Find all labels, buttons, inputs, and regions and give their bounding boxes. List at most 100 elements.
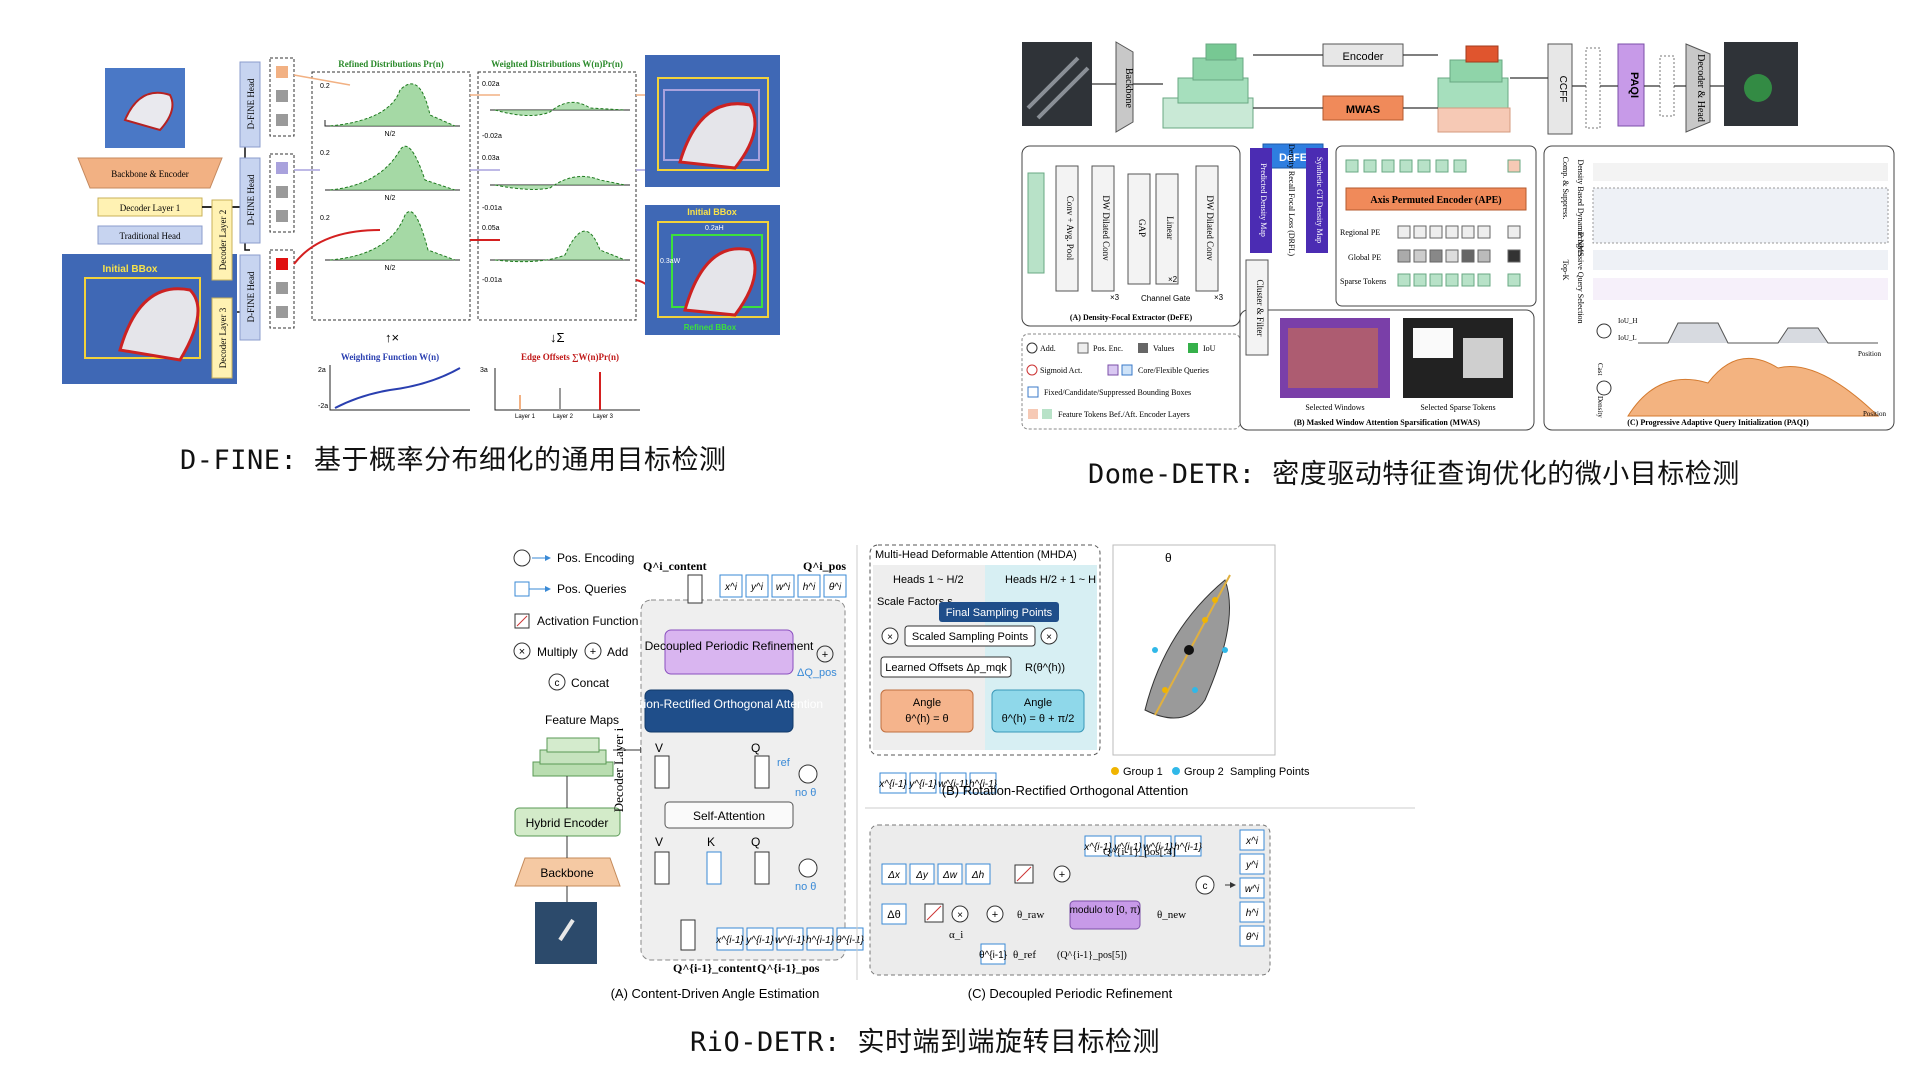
svg-text:Decoder Layer 1: Decoder Layer 1 bbox=[120, 203, 180, 213]
svg-text:Sigmoid Act.: Sigmoid Act. bbox=[1040, 366, 1082, 375]
svg-text:×3: ×3 bbox=[1110, 293, 1120, 302]
svg-text:Traditional Head: Traditional Head bbox=[120, 231, 181, 241]
svg-text:×: × bbox=[957, 910, 963, 921]
svg-text:Comp. & Suppress.: Comp. & Suppress. bbox=[1561, 157, 1570, 220]
dome-ccff-box: CCFF bbox=[1547, 43, 1573, 135]
svg-text:0.05a: 0.05a bbox=[482, 225, 500, 232]
svg-text:Core/Flexible Queries: Core/Flexible Queries bbox=[1138, 366, 1209, 375]
svg-text:-0.01a: -0.01a bbox=[482, 205, 502, 212]
svg-text:Backbone: Backbone bbox=[1123, 68, 1134, 109]
svg-text:V: V bbox=[655, 835, 663, 849]
svg-text:(C) Progressive Adaptive Query: (C) Progressive Adaptive Query Initializ… bbox=[1627, 418, 1809, 427]
svg-text:Angle: Angle bbox=[913, 697, 941, 709]
svg-text:0.3aW: 0.3aW bbox=[660, 258, 681, 265]
rio-feature-maps: Feature Maps bbox=[532, 713, 619, 777]
svg-text:N/2: N/2 bbox=[385, 131, 396, 138]
dpr-in-label: h^{i-1} bbox=[1174, 842, 1203, 853]
svg-text:α_i: α_i bbox=[949, 929, 963, 941]
svg-text:Heads H/2 + 1 ~ H: Heads H/2 + 1 ~ H bbox=[1005, 574, 1096, 586]
svg-text:Add.: Add. bbox=[1040, 344, 1056, 353]
dome-legend: Add. Pos. Enc. Values IoU Sigmoid Act. C… bbox=[1021, 333, 1241, 430]
q-pos-bot-label: θ^{i-1} bbox=[836, 935, 865, 946]
dpr-out-label: y^i bbox=[1245, 860, 1259, 871]
svg-text:Linear: Linear bbox=[1165, 216, 1175, 239]
svg-text:Layer 1: Layer 1 bbox=[515, 414, 536, 420]
svg-text:Progressive Query Selection: Progressive Query Selection bbox=[1576, 232, 1585, 323]
svg-text:θ: θ bbox=[1165, 551, 1172, 565]
svg-text:Group 2: Group 2 bbox=[1184, 766, 1224, 778]
mhda-in-cell bbox=[939, 772, 967, 794]
dpr-detail-panel: x^{i-1}y^{i-1}w^{i-1}h^{i-1} Q^{i-1}_pos… bbox=[869, 824, 1271, 976]
q-pos-top-cell bbox=[823, 574, 847, 598]
svg-text:2a: 2a bbox=[318, 367, 326, 374]
svg-text:Concat: Concat bbox=[571, 676, 610, 690]
mhda-in-cell bbox=[909, 772, 937, 794]
svg-text:Layer 3: Layer 3 bbox=[593, 414, 614, 420]
dfine-head-3: D-FINE Head bbox=[239, 254, 261, 341]
svg-text:IoU_H: IoU_H bbox=[1618, 317, 1637, 325]
svg-text:MWAS: MWAS bbox=[1346, 104, 1380, 116]
q-pos-bot-label: w^{i-1} bbox=[775, 935, 805, 946]
rio-decoder-container: Decoupled Periodic Refinement ΔQ_pos + R… bbox=[615, 599, 846, 961]
svg-text:Pos. Queries: Pos. Queries bbox=[557, 582, 626, 596]
mhda-in-label: h^{i-1} bbox=[969, 779, 998, 790]
decoder-layer-label: Decoder Layer i bbox=[611, 727, 626, 812]
self-attention-box: Self-Attention bbox=[664, 801, 794, 829]
svg-text:Group 1: Group 1 bbox=[1123, 766, 1163, 778]
svg-text:×: × bbox=[1046, 632, 1052, 643]
q-pos-top-cell bbox=[797, 574, 821, 598]
svg-text:Refined BBox: Refined BBox bbox=[684, 323, 737, 332]
dpr-out-cell bbox=[1239, 829, 1265, 851]
dpr-in-label: w^{i-1} bbox=[1143, 842, 1173, 853]
svg-text:Rotation-Rectified Orthogonal: Rotation-Rectified Orthogonal Attention bbox=[615, 697, 823, 711]
svg-text:(B) Masked Window Attention Sp: (B) Masked Window Attention Sparsificati… bbox=[1294, 418, 1481, 427]
svg-text:Predicted Density Map: Predicted Density Map bbox=[1259, 163, 1268, 237]
dpr-in-cell bbox=[1084, 835, 1112, 857]
svg-text:Pos. Encoding: Pos. Encoding bbox=[557, 551, 634, 565]
svg-text:DW Dilated Conv: DW Dilated Conv bbox=[1205, 195, 1215, 261]
edge-offsets-plot: Edge Offsets ∑W(n)Pr(n) Layer 1 Layer 2 … bbox=[480, 352, 640, 420]
svg-text:Feature Maps: Feature Maps bbox=[545, 713, 619, 727]
q-pos-top-label: w^i bbox=[776, 582, 791, 593]
dpr-output-vector: x^iy^iw^ih^iθ^i bbox=[1239, 829, 1265, 947]
q-pos-top-label: x^i bbox=[724, 582, 738, 593]
dpr-out-cell bbox=[1239, 853, 1265, 875]
rio-caption: RiO-DETR: 实时端到端旋转目标检测 bbox=[690, 1027, 1161, 1058]
rio-diagram: Pos. Encoding Pos. Queries Activation Fu… bbox=[513, 544, 1415, 1001]
dpr-out-cell bbox=[1239, 925, 1265, 947]
svg-text:Layer 2: Layer 2 bbox=[553, 414, 574, 420]
weighted-distributions-panel: Weighted Distributions W(n)Pr(n) 0.02a -… bbox=[477, 59, 637, 321]
svg-text:Self-Attention: Self-Attention bbox=[693, 809, 765, 823]
svg-text:0.02a: 0.02a bbox=[482, 81, 500, 88]
svg-text:Edge Offsets ∑W(n)Pr(n): Edge Offsets ∑W(n)Pr(n) bbox=[521, 352, 619, 362]
svg-text:Weighting Function W(n): Weighting Function W(n) bbox=[341, 352, 439, 362]
svg-text:Sampling Points: Sampling Points bbox=[1230, 766, 1310, 778]
mhda-in-label: w^{i-1} bbox=[938, 779, 968, 790]
rio-legend: Pos. Encoding Pos. Queries Activation Fu… bbox=[513, 549, 638, 691]
delta-cell bbox=[881, 863, 907, 885]
refined-kite-image-bottom: Initial BBox Refined BBox 0.2aH 0.3aW bbox=[645, 205, 780, 335]
dfine-diagram: Backbone & Encoder Decoder Layer 1 Tradi… bbox=[62, 55, 780, 420]
dpr-out-label: θ^i bbox=[1246, 932, 1259, 943]
svg-text:θ_new: θ_new bbox=[1157, 909, 1186, 921]
svg-text:Final Sampling Points: Final Sampling Points bbox=[946, 607, 1053, 619]
svg-text:θ_raw: θ_raw bbox=[1017, 909, 1044, 921]
input-kite-image bbox=[105, 68, 185, 148]
dfine-decoder-layer1: Decoder Layer 1 bbox=[97, 197, 203, 217]
dpr-out-cell bbox=[1239, 877, 1265, 899]
svg-text:Weighted Distributions W(n)Pr(: Weighted Distributions W(n)Pr(n) bbox=[491, 59, 623, 69]
svg-text:×: × bbox=[519, 646, 525, 658]
mhda-in-label: y^{i-1} bbox=[908, 779, 937, 790]
svg-text:PAQI: PAQI bbox=[1628, 72, 1640, 98]
q-pos-bot-label: y^{i-1} bbox=[745, 935, 774, 946]
paqi-panel: Comp. & Suppress. Density Based Dynamic … bbox=[1543, 145, 1895, 431]
svg-text:Fixed/Candidate/Suppressed Bou: Fixed/Candidate/Suppressed Bounding Boxe… bbox=[1044, 388, 1191, 397]
dome-feature-pyramid bbox=[1162, 43, 1254, 129]
svg-text:R(θ^(h)): R(θ^(h)) bbox=[1025, 662, 1065, 674]
dpr-box: Decoupled Periodic Refinement bbox=[645, 629, 814, 675]
rio-hybrid-encoder: Hybrid Encoder bbox=[514, 807, 621, 837]
dome-output-image bbox=[1724, 42, 1798, 126]
mhda-panel: Multi-Head Deformable Attention (MHDA) H… bbox=[869, 544, 1101, 756]
dome-caption: Dome-DETR: 密度驱动特征查询优化的微小目标检测 bbox=[1088, 459, 1740, 490]
